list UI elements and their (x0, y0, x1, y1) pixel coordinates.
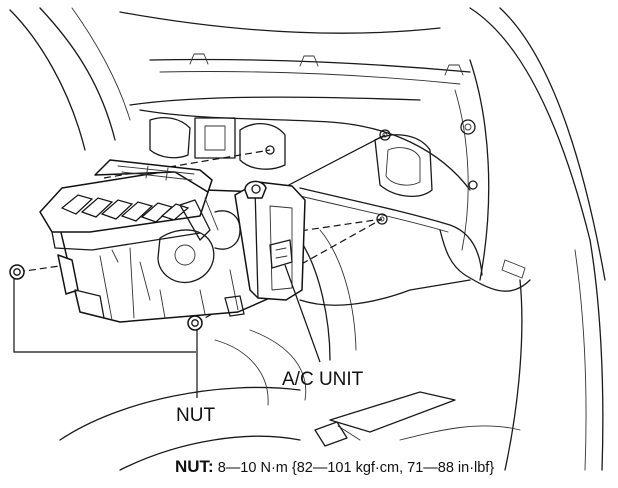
nut-label: NUT (176, 405, 215, 426)
mounting-studs (265, 129, 391, 225)
ac-unit-assembly (39, 159, 306, 323)
torque-spec: NUT: 8—10 N·m {82—101 kgf·cm, 71—88 in·l… (175, 457, 494, 476)
label-leaders (13, 264, 321, 398)
vehicle-dashboard-illustration (9, 7, 606, 471)
nut-fastener-left (9, 264, 25, 280)
ac-unit-label: A/C UNIT (282, 369, 364, 390)
torque-spec-key: NUT: (175, 457, 214, 476)
torque-spec-value: 8—10 N·m {82—101 kgf·cm, 71—88 in·lbf} (214, 460, 495, 476)
blower-intake-slats (60, 194, 190, 223)
nut-fastener-bottom (187, 315, 203, 331)
